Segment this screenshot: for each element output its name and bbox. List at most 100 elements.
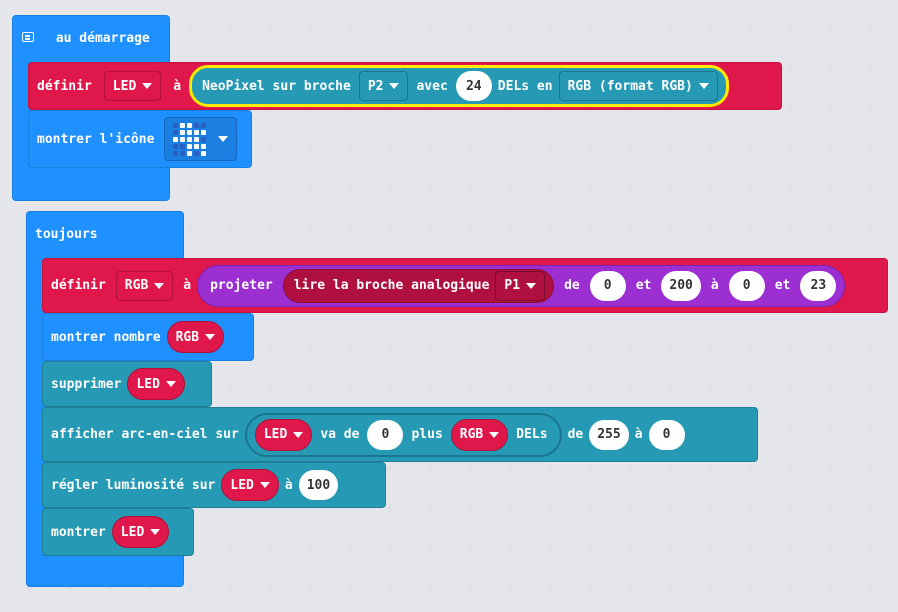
- grid-plus: +: [665, 21, 676, 35]
- rgb-variable-dropdown[interactable]: RGB: [115, 270, 174, 301]
- grid-plus: +: [865, 61, 876, 75]
- rainbow-block[interactable]: afficher arc-en-ciel sur LED va de 0 plu…: [42, 407, 758, 462]
- from-high-input[interactable]: 200: [661, 270, 701, 301]
- chevron-down-icon: [150, 529, 161, 535]
- grid-plus: +: [505, 461, 516, 475]
- show-icon-block[interactable]: montrer l'icône: [28, 110, 252, 168]
- grid-plus: +: [385, 21, 396, 35]
- led-count-input[interactable]: 24: [455, 71, 492, 101]
- brightness-label: régler luminosité sur: [51, 477, 216, 493]
- grid-plus: +: [225, 221, 236, 235]
- show-number-label: montrer nombre: [51, 329, 161, 345]
- grid-plus: +: [465, 221, 476, 235]
- grid-plus: +: [705, 461, 716, 475]
- to-high-input[interactable]: 23: [800, 270, 837, 301]
- hue-end-input[interactable]: 0: [648, 419, 685, 450]
- analog-read-reporter[interactable]: lire la broche analogique P1: [282, 268, 555, 303]
- grid-plus: +: [385, 501, 396, 515]
- brightness-block[interactable]: régler luminosité sur LED à 100: [42, 462, 386, 508]
- icon-led-cell: [201, 129, 207, 135]
- clear-block[interactable]: supprimer LED: [42, 361, 212, 407]
- led-variable-pill[interactable]: LED: [111, 516, 170, 548]
- grid-plus: +: [585, 501, 596, 515]
- grid-plus: +: [305, 21, 316, 35]
- grid-plus: +: [65, 581, 76, 595]
- grid-plus: +: [465, 381, 476, 395]
- grid-plus: +: [745, 461, 756, 475]
- icon-led-cell: [180, 129, 186, 135]
- a-label: à: [634, 427, 643, 442]
- grid-plus: +: [625, 141, 636, 155]
- range-start-input[interactable]: 0: [367, 419, 404, 450]
- analog-pin-dropdown[interactable]: P1: [495, 270, 546, 301]
- grid-plus: +: [265, 501, 276, 515]
- grid-plus: +: [25, 581, 36, 595]
- grid-plus: +: [305, 541, 316, 555]
- hue-start-input[interactable]: 255: [589, 419, 629, 450]
- grid-plus: +: [545, 341, 556, 355]
- chevron-down-icon: [259, 482, 270, 488]
- grid-plus: +: [545, 141, 556, 155]
- grid-plus: +: [345, 501, 356, 515]
- icon-led-cell: [201, 122, 207, 128]
- rgb-variable-pill[interactable]: RGB: [166, 321, 225, 353]
- grid-plus: +: [785, 421, 796, 435]
- chevron-down-icon: [293, 431, 304, 438]
- grid-plus: +: [425, 461, 436, 475]
- grid-plus: +: [625, 461, 636, 475]
- grid-plus: +: [545, 221, 556, 235]
- grid-plus: +: [665, 341, 676, 355]
- grid-plus: +: [265, 381, 276, 395]
- grid-plus: +: [345, 381, 356, 395]
- map-reporter[interactable]: projeter lire la broche analogique P1 de…: [197, 264, 846, 307]
- pin-dropdown[interactable]: P2: [358, 71, 409, 101]
- and-label: et: [635, 278, 652, 293]
- define-label: définir: [51, 278, 106, 293]
- led-variable-dropdown[interactable]: LED: [103, 71, 162, 101]
- from-label: va de: [320, 427, 360, 442]
- grid-plus: +: [345, 341, 356, 355]
- leds-label: DELs: [516, 427, 548, 442]
- led-variable-pill[interactable]: LED: [127, 368, 185, 400]
- grid-plus: +: [545, 581, 556, 595]
- grid-plus: +: [185, 21, 196, 35]
- chevron-down-icon: [165, 381, 176, 387]
- to-low-input[interactable]: 0: [728, 270, 765, 301]
- grid-plus: +: [225, 501, 236, 515]
- grid-plus: +: [825, 101, 836, 115]
- grid-plus: +: [745, 221, 756, 235]
- grid-plus: +: [465, 21, 476, 35]
- grid-plus: +: [745, 181, 756, 195]
- range-reporter[interactable]: LED va de 0 plus RGB DELs: [244, 412, 562, 457]
- led-variable-pill[interactable]: LED: [221, 469, 279, 501]
- grid-plus: +: [385, 541, 396, 555]
- grid-plus: +: [825, 581, 836, 595]
- rgb-variable-pill[interactable]: RGB: [450, 418, 509, 451]
- brightness-input[interactable]: 100: [298, 470, 339, 500]
- icon-dropdown[interactable]: [164, 117, 238, 161]
- grid-plus: +: [625, 181, 636, 195]
- and-label: et: [774, 278, 791, 293]
- neopixel-create-reporter[interactable]: NeoPixel sur broche P2 avec 24 DELs en R…: [189, 65, 729, 107]
- grid-plus: +: [865, 581, 876, 595]
- grid-plus: +: [385, 381, 396, 395]
- show-number-block[interactable]: montrer nombre RGB: [42, 313, 254, 361]
- from-low-input[interactable]: 0: [589, 270, 626, 301]
- led-variable-pill[interactable]: LED: [254, 418, 313, 451]
- show-block[interactable]: montrer LED: [42, 508, 194, 556]
- icon-led-cell: [201, 150, 207, 156]
- grid-plus: +: [265, 541, 276, 555]
- chevron-down-icon: [218, 136, 229, 142]
- icon-led-cell: [194, 122, 200, 128]
- grid-plus: +: [825, 141, 836, 155]
- analog-read-label: lire la broche analogique: [293, 278, 490, 293]
- set-led-block[interactable]: définir LED à NeoPixel sur broche P2 ave…: [28, 62, 782, 110]
- comment-icon[interactable]: [22, 32, 34, 42]
- grid-plus: +: [545, 461, 556, 475]
- grid-plus: +: [465, 461, 476, 475]
- mode-dropdown[interactable]: RGB (format RGB): [558, 71, 718, 101]
- grid-plus: +: [705, 21, 716, 35]
- grid-plus: +: [665, 501, 676, 515]
- set-rgb-block[interactable]: définir RGB à projeter lire la broche an…: [42, 258, 888, 313]
- grid-plus: +: [825, 461, 836, 475]
